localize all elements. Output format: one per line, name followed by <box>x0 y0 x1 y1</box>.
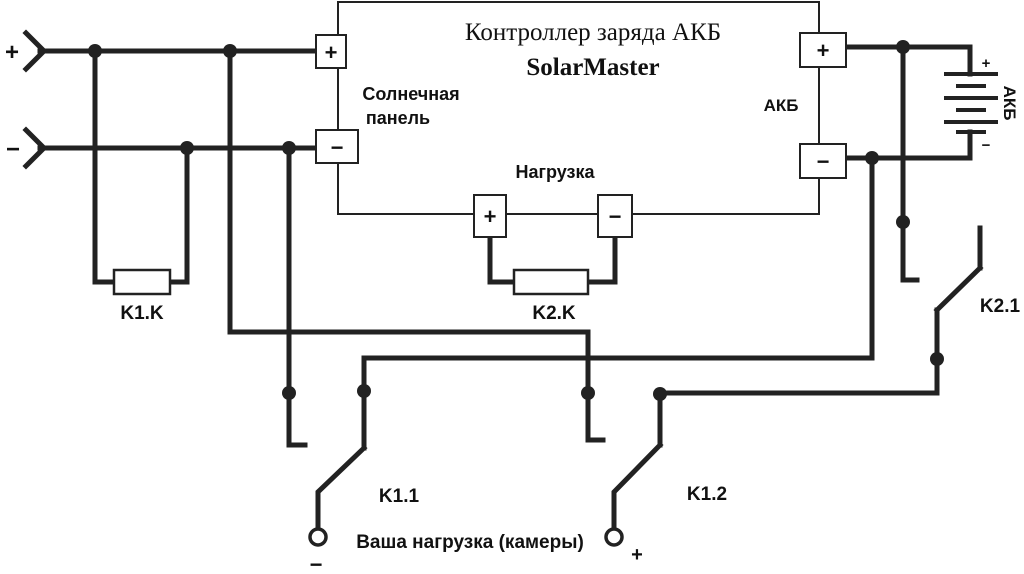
input-plus-sign: + <box>5 39 19 66</box>
output-plus-terminal <box>604 527 624 547</box>
solar-plus-terminal <box>315 34 347 69</box>
battery-plus-mark: + <box>982 55 991 72</box>
k1-coil-resistor <box>112 268 172 296</box>
solar-label-line2: панель <box>366 108 430 128</box>
solar-plus-sign: + <box>325 40 338 65</box>
load-minus-terminal <box>597 194 633 238</box>
battery-symbol <box>944 72 998 134</box>
load-plus-terminal <box>473 194 507 238</box>
solar-minus-sign: − <box>331 135 344 160</box>
k2-1-label: K2.1 <box>980 296 1021 317</box>
battery-label-controller: АКБ <box>764 96 799 115</box>
controller-title: Контроллер заряда АКБ <box>465 19 721 46</box>
solar-minus-terminal <box>315 129 359 164</box>
load-plus-sign: + <box>484 204 497 229</box>
output-minus-terminal <box>308 527 328 547</box>
input-plus-connector <box>22 29 48 73</box>
k1-coil-label: K1.K <box>120 303 164 324</box>
load-label: Нагрузка <box>515 162 595 182</box>
battery-label: АКБ <box>1000 86 1019 121</box>
k1-1-label: K1.1 <box>379 486 420 507</box>
battery-plus-sign: + <box>817 38 830 63</box>
output-minus-sign: − <box>310 552 323 574</box>
controller-box <box>337 1 820 215</box>
k1-2-label: K1.2 <box>687 484 727 505</box>
battery-plus-terminal <box>799 32 847 68</box>
output-load-label: Ваша нагрузка (камеры) <box>356 532 584 553</box>
battery-minus-terminal <box>799 143 847 179</box>
battery-minus-mark: − <box>982 137 991 154</box>
k2-coil-resistor <box>512 268 590 296</box>
solar-label-line1: Солнечная <box>362 84 459 104</box>
load-minus-sign: − <box>609 204 622 229</box>
controller-brand: SolarMaster <box>526 54 659 81</box>
k2-coil-label: K2.K <box>532 303 576 324</box>
output-plus-sign: + <box>631 544 643 566</box>
battery-minus-sign: − <box>817 149 830 174</box>
input-minus-sign: − <box>6 136 20 163</box>
input-minus-connector <box>22 126 48 170</box>
